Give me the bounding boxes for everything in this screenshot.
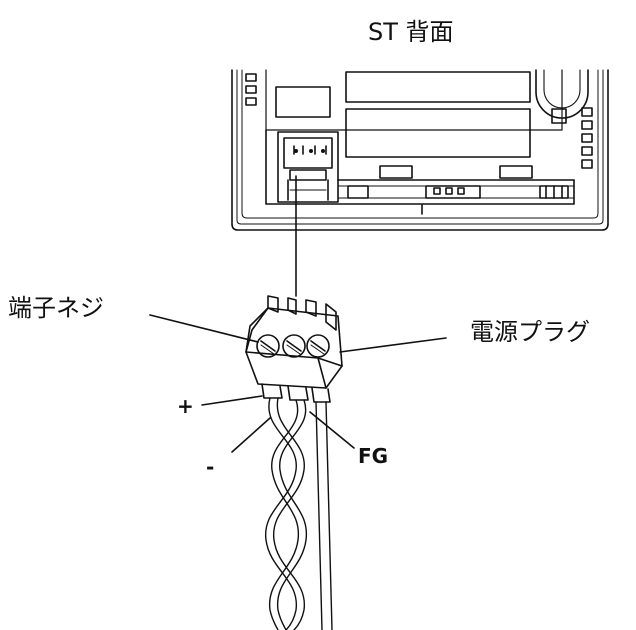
minus-label: - — [206, 455, 215, 479]
wires — [265, 397, 333, 630]
plus-label: + — [177, 394, 194, 418]
unit-rear-label: ST 背面 — [368, 18, 454, 46]
leader-power-plug — [339, 337, 447, 353]
leader-plus — [201, 395, 263, 406]
power-plug — [245, 295, 343, 403]
power-plug-label: 電源プラグ — [470, 318, 590, 346]
leader-fg — [309, 411, 355, 449]
leader-minus — [231, 417, 271, 453]
terminal-screw-label: 端子ネジ — [8, 294, 104, 322]
terminal-screws — [256, 334, 330, 358]
fg-label: FG — [358, 444, 389, 468]
leader-terminal-screw — [149, 314, 259, 343]
st-unit-rear — [231, 69, 609, 231]
